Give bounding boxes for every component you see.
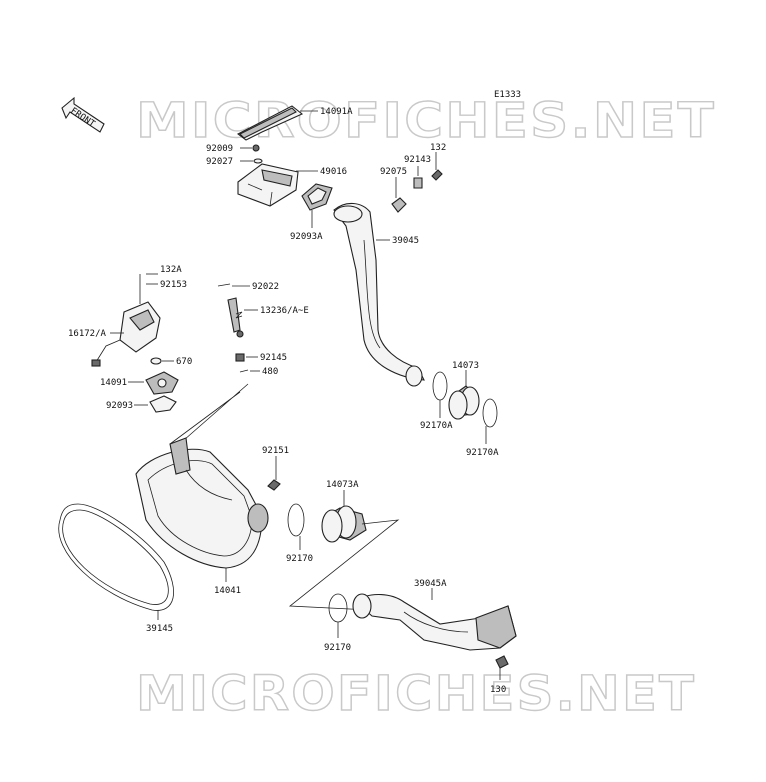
label-130: 130 [490,685,506,695]
part-39045A: 39045A [352,579,517,651]
leader-line-cover [169,383,249,445]
watermark-top: MICROFICHES.NET [136,93,716,149]
part-92170-lower: 92170 [324,593,351,653]
label-14041: 14041 [214,586,241,596]
label-39145: 39145 [146,624,173,634]
part-92075: 92075 [380,167,407,213]
label-92153: 92153 [160,280,187,290]
label-92170-1: 92170 [286,554,313,564]
part-39045: 39045 [333,202,425,387]
label-92075: 92075 [380,167,407,177]
label-92143: 92143 [404,155,431,165]
leader-line-lower [288,519,400,611]
label-16172: 16172/A [68,329,107,339]
front-arrow-icon: FRONT [61,96,105,133]
part-92009: 92009 [206,144,260,154]
part-92022: 92022 [217,282,279,292]
part-92170A-left: 92170A [420,371,453,431]
label-92170A-2: 92170A [466,448,499,458]
label-480: 480 [262,367,278,377]
label-92009: 92009 [206,144,233,154]
label-14091: 14091 [100,378,127,388]
label-92170-2: 92170 [324,643,351,653]
label-92145: 92145 [260,353,287,363]
label-14091A: 14091A [320,107,353,117]
part-92151: 92151 [262,446,289,491]
part-132A: 132A [139,265,182,304]
label-14073A: 14073A [326,480,359,490]
label-14073: 14073 [452,361,479,371]
part-14041: 14041 [135,437,269,596]
watermark-bottom: MICROFICHES.NET [136,666,696,722]
part-132: 132 [430,143,446,181]
label-92093A: 92093A [290,232,323,242]
label-92022: 92022 [252,282,279,292]
label-92093: 92093 [106,401,133,411]
part-92093A: 92093A [290,183,333,242]
label-13236: 13236/A~E [260,306,309,316]
label-132A: 132A [160,265,182,275]
part-92145: 92145 [235,353,287,363]
part-13236: 13236/A~E [227,297,309,338]
label-49016: 49016 [320,167,347,177]
label-670: 670 [176,357,192,367]
diagram-code: E1333 [494,90,521,100]
part-92093: 92093 [106,395,177,413]
part-92027: 92027 [206,157,263,167]
label-92027: 92027 [206,157,233,167]
label-92151: 92151 [262,446,289,456]
label-92170A-1: 92170A [420,421,453,431]
part-130: 130 [490,655,509,695]
label-132: 132 [430,143,446,153]
label-39045: 39045 [392,236,419,246]
part-16172: 16172/A [68,301,161,367]
part-49016: 49016 [237,163,347,207]
label-39045A: 39045A [414,579,447,589]
part-92170A-right: 92170A [466,398,499,458]
part-14091: 14091 [100,371,179,395]
part-92153: 92153 [146,280,187,290]
part-670: 670 [150,357,192,367]
part-14073: 14073 [448,361,480,420]
part-480: 480 [239,367,278,377]
part-14091A: 14091A [236,105,353,141]
part-14073A: 14073A [321,480,367,543]
part-92143: 92143 [404,155,431,189]
part-92170-upper: 92170 [286,503,313,564]
part-39145: 39145 [58,503,174,634]
